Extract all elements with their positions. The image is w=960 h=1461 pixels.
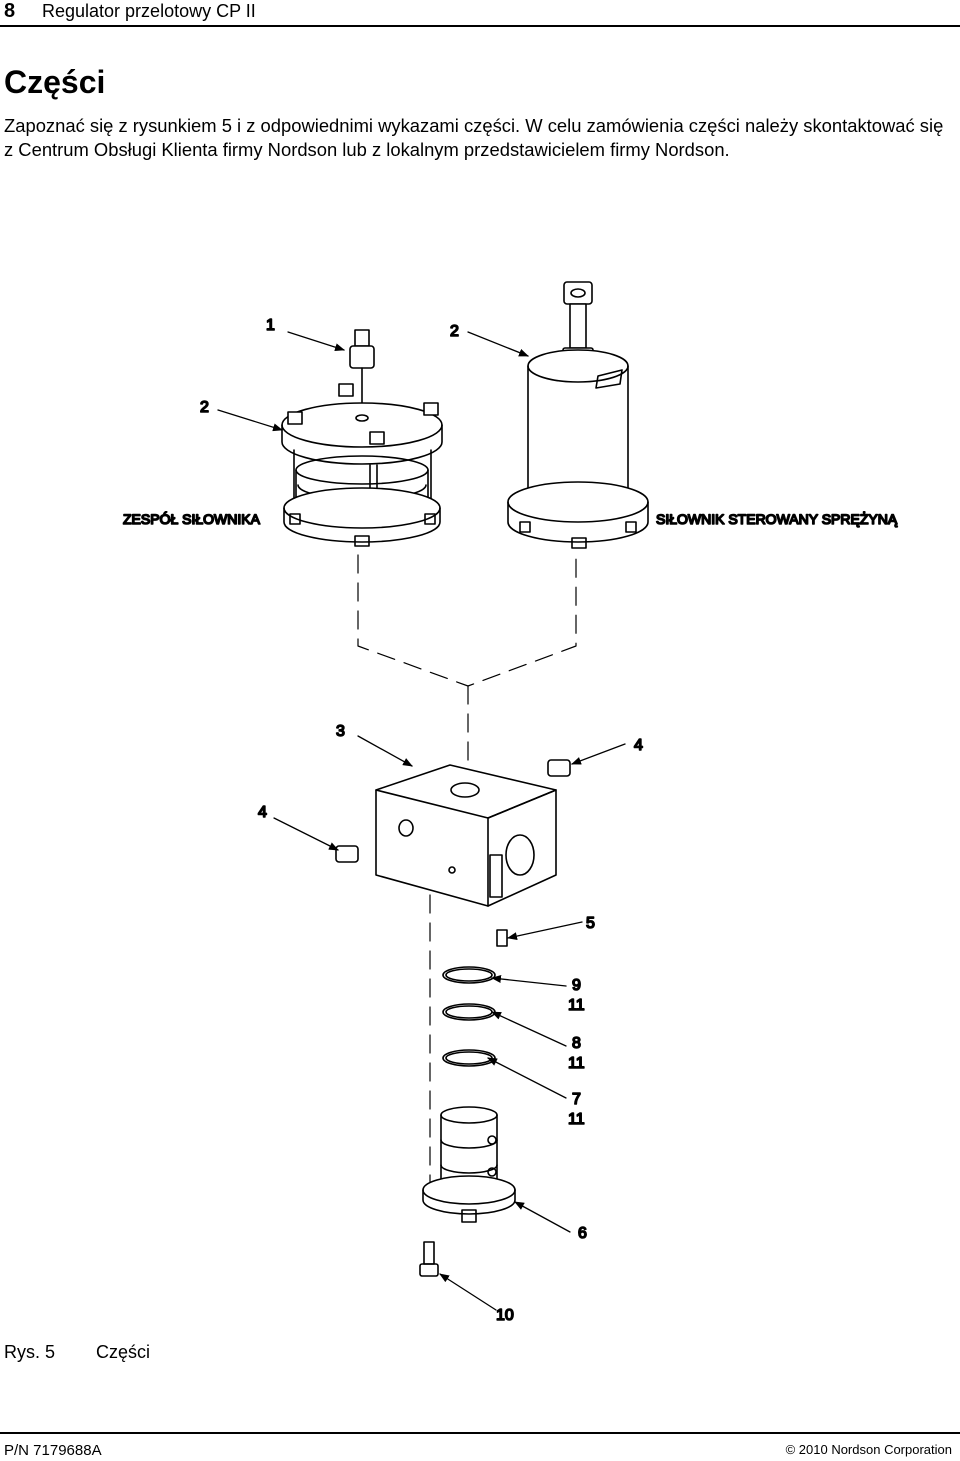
page-header: 8 Regulator przelotowy CP II <box>0 0 960 24</box>
part-number: P/N 7179688A <box>4 1442 102 1459</box>
footer-rule <box>0 1432 960 1434</box>
callout-10: 10 <box>496 1307 514 1324</box>
copyright: © 2010 Nordson Corporation <box>785 1442 952 1457</box>
callout-11a: 11 <box>568 997 585 1014</box>
cap-screw-drawing <box>423 1241 435 1265</box>
page-number: 8 <box>4 0 16 22</box>
figure-caption: Części <box>96 1342 151 1362</box>
o-rings-drawing <box>442 966 496 1067</box>
exploded-parts-drawing: 1 2 2 ZESPÓŁ SIŁOWNIKA SIŁOWNIK STEROWAN… <box>122 281 899 1325</box>
callout-9: 9 <box>572 977 581 994</box>
callout-7: 7 <box>572 1091 581 1108</box>
cap-screw-head-drawing <box>419 1263 439 1277</box>
figure-number: Rys. 5 <box>4 1342 56 1362</box>
assembly-label-right: SIŁOWNIK STEROWANY SPRĘŻYNĄ <box>656 510 898 527</box>
callout-11c: 11 <box>568 1111 585 1128</box>
assembly-guide-lines <box>357 554 577 1201</box>
callout-11b: 11 <box>568 1055 585 1072</box>
section-title: Części <box>4 64 106 100</box>
callout-4b: 4 <box>258 804 267 821</box>
callout-5: 5 <box>586 915 595 932</box>
parts-figure: 1 2 2 ZESPÓŁ SIŁOWNIKA SIŁOWNIK STEROWAN… <box>0 270 960 1330</box>
cartridge-drawing <box>422 1106 516 1223</box>
callout-3: 3 <box>336 723 345 740</box>
spring-actuator-drawing <box>507 281 649 549</box>
leader-lines <box>217 331 626 1311</box>
callout-4a: 4 <box>634 737 643 754</box>
header-rule <box>0 25 960 27</box>
callout-8: 8 <box>572 1035 581 1052</box>
regulator-body-drawing <box>335 759 571 907</box>
actuator-assembly-drawing <box>281 329 443 547</box>
callout-1: 1 <box>266 317 275 334</box>
running-title: Regulator przelotowy CP II <box>42 1 256 21</box>
assembly-label-left: ZESPÓŁ SIŁOWNIKA <box>123 511 261 527</box>
callout-2a: 2 <box>450 323 459 340</box>
callout-6: 6 <box>578 1225 587 1242</box>
set-screw-drawing <box>496 929 508 947</box>
callout-2b: 2 <box>200 399 209 416</box>
intro-paragraph: Zapoznać się z rysunkiem 5 i z odpowiedn… <box>4 115 944 160</box>
